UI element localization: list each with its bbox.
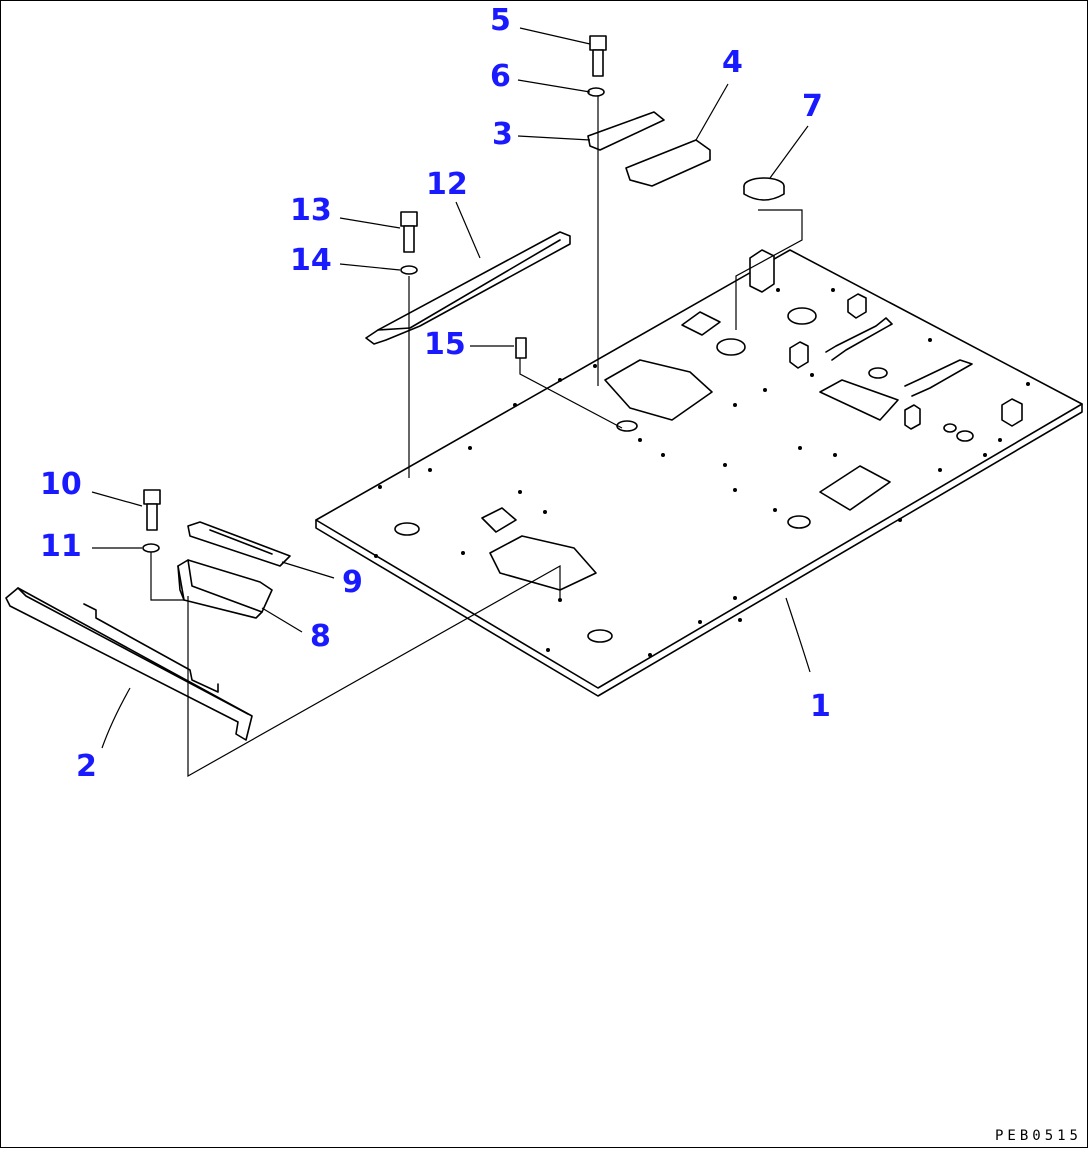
part-7-cap (743, 177, 785, 201)
part-12-bar (365, 231, 571, 345)
leader-lines (91, 27, 811, 749)
washer-6 (587, 87, 605, 97)
washer-14 (400, 265, 418, 275)
washer-11 (142, 543, 160, 553)
callout-3: 3 (492, 117, 513, 152)
drawing-code: PEB0515 (994, 1128, 1082, 1144)
callout-7: 7 (802, 89, 823, 124)
callout-15: 15 (424, 327, 466, 362)
plate-holes (374, 288, 1030, 657)
assembly-lines (150, 96, 803, 778)
callout-4: 4 (722, 45, 743, 80)
callout-10: 10 (40, 467, 82, 502)
part-8-channel (177, 559, 273, 619)
callout-2: 2 (76, 749, 97, 784)
bolt-5 (589, 35, 607, 77)
callout-13: 13 (290, 193, 332, 228)
bolt-10 (143, 489, 161, 531)
callout-1: 1 (810, 689, 831, 724)
floor-plate (315, 249, 1083, 697)
part-2-rail (5, 587, 253, 741)
part-4-cover (625, 139, 711, 187)
callout-11: 11 (40, 529, 82, 564)
callout-9: 9 (342, 565, 363, 600)
callouts: 5 6 3 4 7 12 13 14 15 10 11 9 8 1 2 (40, 3, 831, 784)
callout-5: 5 (490, 3, 511, 38)
callout-12: 12 (426, 167, 468, 202)
callout-14: 14 (290, 243, 332, 278)
callout-6: 6 (490, 59, 511, 94)
callout-8: 8 (310, 619, 331, 654)
part-9-strip (187, 521, 291, 567)
plug-15 (515, 337, 527, 359)
part-3-cover (587, 111, 665, 151)
bolt-13 (400, 211, 418, 253)
